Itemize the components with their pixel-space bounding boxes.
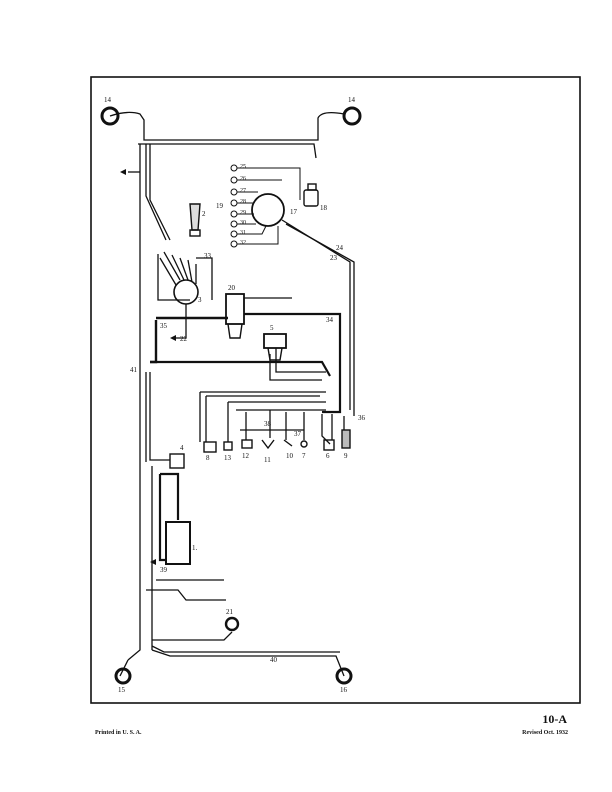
component-13 bbox=[223, 441, 233, 451]
label-36: 36 bbox=[358, 414, 366, 422]
components bbox=[100, 106, 362, 685]
label-3: 3 bbox=[198, 296, 202, 304]
terminal-block-19 bbox=[230, 164, 301, 248]
label-2: 2 bbox=[202, 210, 206, 218]
horn-2 bbox=[189, 203, 201, 231]
harness-lines bbox=[109, 111, 355, 677]
ground-arrows bbox=[120, 169, 176, 565]
label-13: 13 bbox=[224, 454, 232, 462]
label-4: 4 bbox=[180, 444, 184, 452]
label-6: 6 bbox=[326, 452, 330, 460]
label-34: 34 bbox=[326, 316, 334, 324]
component-18 bbox=[303, 189, 319, 207]
footer-revised: Revised Oct. 1932 bbox=[522, 730, 568, 736]
label-18: 18 bbox=[320, 204, 328, 212]
label-16: 16 bbox=[340, 686, 348, 694]
label-22: 22 bbox=[180, 335, 188, 343]
label-30: 30 bbox=[240, 220, 246, 226]
label-28: 28 bbox=[240, 199, 246, 205]
label-40: 40 bbox=[270, 656, 278, 664]
component-7 bbox=[300, 440, 308, 448]
lamp-16 bbox=[335, 667, 353, 685]
label-10: 10 bbox=[286, 452, 294, 460]
label-12: 12 bbox=[242, 452, 250, 460]
label-27: 27 bbox=[240, 188, 246, 194]
label-23: 23 bbox=[330, 254, 338, 262]
label-29: 29 bbox=[240, 210, 246, 216]
label-25: 25 bbox=[240, 164, 246, 170]
connector-4 bbox=[169, 453, 185, 469]
battery-1 bbox=[165, 521, 191, 565]
label-14-right: 14 bbox=[348, 96, 356, 104]
headlamp-right-14 bbox=[342, 106, 362, 126]
label-39: 39 bbox=[160, 566, 168, 574]
switch-17 bbox=[251, 193, 285, 227]
label-17: 17 bbox=[290, 208, 298, 216]
label-7: 7 bbox=[302, 452, 306, 460]
label-5: 5 bbox=[270, 324, 274, 332]
component-6 bbox=[323, 439, 335, 451]
label-32: 32 bbox=[240, 240, 246, 246]
label-1: 1. bbox=[192, 544, 198, 552]
label-31: 31 bbox=[240, 230, 246, 236]
diagram-border bbox=[90, 76, 581, 704]
lamp-21 bbox=[224, 616, 240, 632]
label-11: 11 bbox=[264, 456, 271, 464]
label-33: 33 bbox=[204, 252, 212, 260]
component-8 bbox=[203, 441, 217, 453]
component-12 bbox=[241, 439, 253, 449]
component-9 bbox=[341, 429, 351, 449]
label-41: 41 bbox=[130, 366, 138, 374]
component-5 bbox=[263, 333, 287, 349]
page-number: 10-A bbox=[542, 712, 567, 726]
label-15: 15 bbox=[118, 686, 126, 694]
footer-printed: Printed in U. S. A. bbox=[95, 730, 142, 736]
lamp-15 bbox=[114, 667, 132, 685]
label-26: 26 bbox=[240, 176, 246, 182]
label-37: 37 bbox=[294, 430, 302, 438]
label-20: 20 bbox=[228, 284, 236, 292]
label-35: 35 bbox=[160, 322, 168, 330]
label-19: 19 bbox=[216, 202, 224, 210]
label-21: 21 bbox=[226, 608, 234, 616]
component-20 bbox=[225, 293, 245, 325]
component-10 bbox=[283, 439, 293, 447]
label-24: 24 bbox=[336, 244, 344, 252]
label-9: 9 bbox=[344, 452, 348, 460]
headlamp-left-14 bbox=[100, 106, 120, 126]
gauge-3 bbox=[173, 279, 199, 305]
label-14-left: 14 bbox=[104, 96, 112, 104]
reference-numbers: 1. 2 3 4 5 6 7 8 9 10 11 12 13 14 14 15 … bbox=[104, 96, 366, 694]
label-38: 38 bbox=[264, 420, 272, 428]
component-11 bbox=[261, 439, 275, 450]
label-8: 8 bbox=[206, 454, 210, 462]
